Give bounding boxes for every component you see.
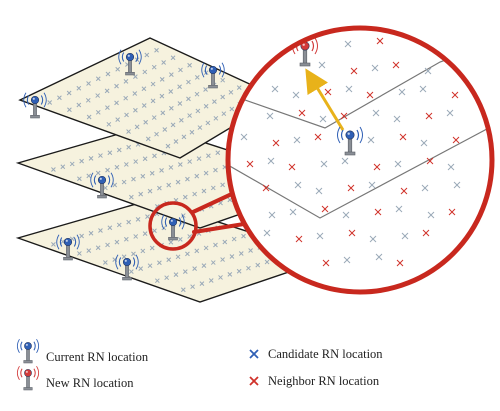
current-rn-icon — [90, 172, 114, 199]
current-rn-icon — [115, 254, 139, 281]
zoom-lens — [225, 25, 495, 295]
neighbor-x-icon — [249, 376, 259, 386]
legend-new-rn: New RN location — [46, 376, 134, 390]
current-rn-icon — [16, 338, 40, 364]
legend-candidate-rn: Candidate RN location — [268, 347, 383, 361]
current-rn-icon — [23, 92, 47, 119]
current-rn-icon — [118, 49, 142, 76]
current-rn-icon — [337, 126, 363, 156]
zoom-lens-ring — [225, 25, 495, 295]
legend-neighbor-rn: Neighbor RN location — [268, 374, 380, 388]
lens-layer-edge-lower — [228, 121, 492, 219]
zoom-connector — [148, 190, 246, 251]
current-rn-icon — [56, 234, 80, 261]
legend-current-rn: Current RN location — [46, 350, 149, 364]
legend: Current RN location New RN location Cand… — [16, 338, 383, 391]
move-arrow — [305, 68, 345, 131]
current-rn-icon — [201, 62, 225, 89]
current-rn-icon — [161, 214, 185, 241]
new-rn-icon — [16, 365, 40, 391]
zoom-source-circle — [148, 201, 198, 251]
candidate-x-icon — [249, 349, 259, 359]
